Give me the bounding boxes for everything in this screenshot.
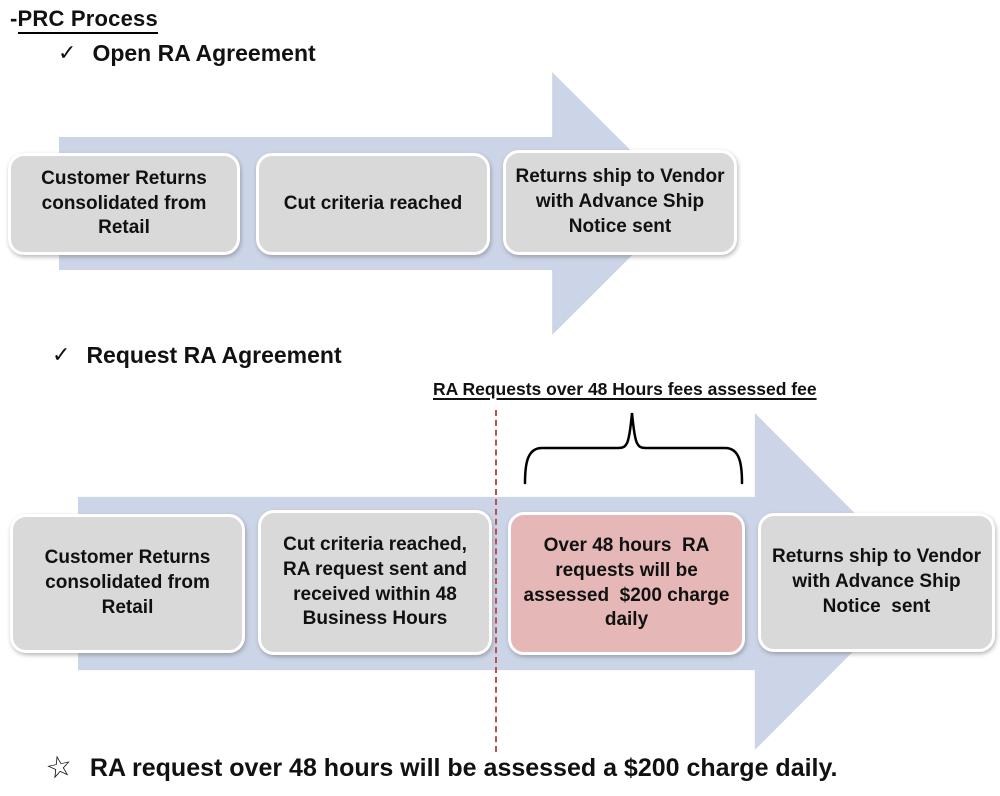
- section2-heading: Request RA Agreement: [86, 342, 342, 368]
- brace-annotation-icon: [523, 412, 744, 485]
- flow1-step-2: Cut criteria reached: [256, 153, 490, 255]
- checkmark-icon: ✓: [58, 39, 77, 65]
- title-text: PRC Process: [17, 6, 158, 34]
- star-icon: ☆: [42, 748, 76, 787]
- footnote-row: ☆ RA request over 48 hours will be asses…: [42, 748, 838, 787]
- flow2-step-3-fee-highlight: Over 48 hours RA requests will be assess…: [508, 512, 745, 655]
- page-title: -PRC Process: [10, 6, 158, 34]
- footnote-text: RA request over 48 hours will be assesse…: [89, 753, 838, 782]
- flow1-step-3: Returns ship to Vendor with Advance Ship…: [503, 150, 737, 255]
- title-prefix: -: [10, 6, 18, 31]
- 48-hour-divider-line: [495, 410, 497, 752]
- section1-heading: Open RA Agreement: [92, 40, 316, 66]
- flow2-step-1: Customer Returns consolidated from Retai…: [10, 514, 245, 653]
- flow1-step-1: Customer Returns consolidated from Retai…: [8, 153, 240, 255]
- checkmark-icon: ✓: [52, 341, 71, 367]
- flow2-step-2: Cut criteria reached, RA request sent an…: [258, 510, 492, 655]
- flow2-step-4: Returns ship to Vendor with Advance Ship…: [758, 513, 995, 652]
- fee-callout-caption: RA Requests over 48 Hours fees assessed …: [433, 379, 817, 399]
- section1-heading-row: ✓ Open RA Agreement: [58, 40, 316, 67]
- section2-heading-row: ✓ Request RA Agreement: [52, 342, 342, 369]
